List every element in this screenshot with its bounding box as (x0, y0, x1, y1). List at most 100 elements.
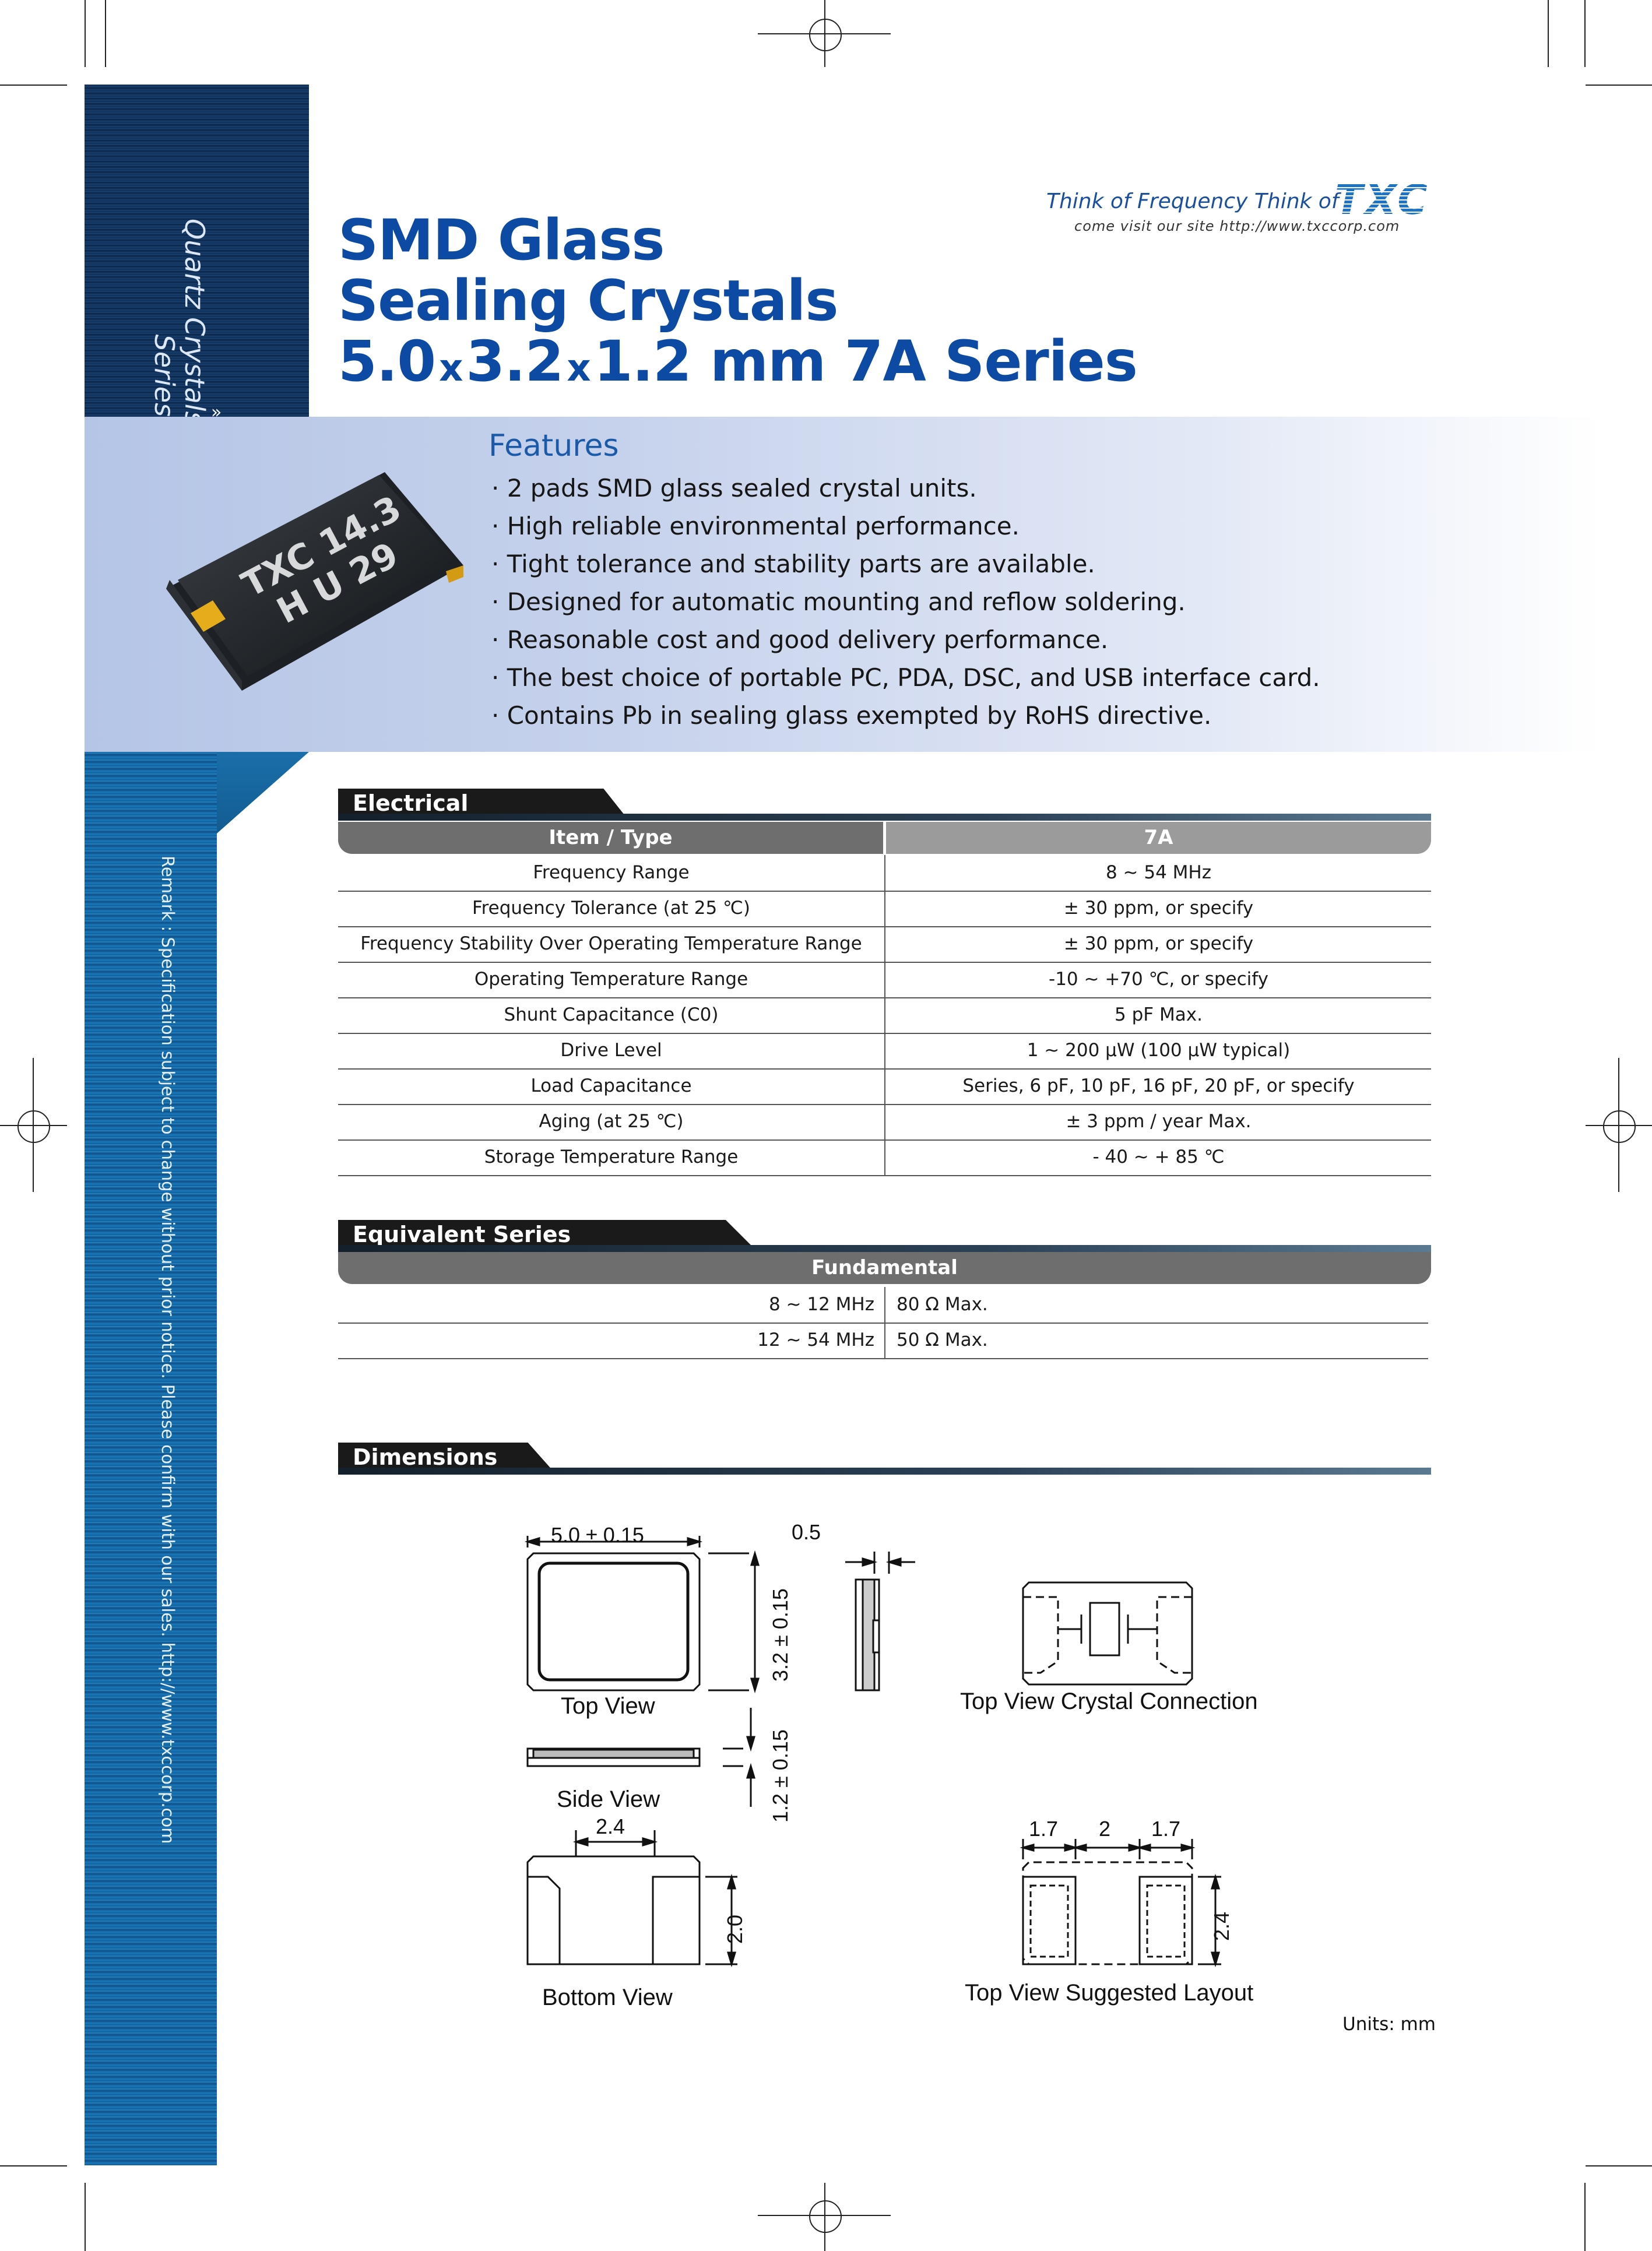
list-item: · Designed for automatic mounting and re… (491, 588, 1186, 616)
top-view-label: Top View (561, 1693, 655, 1719)
cell-value: -10 ~ +70 ℃, or specify (1049, 969, 1268, 990)
cell-value: Series, 6 pF, 10 pF, 16 pF, 20 pF, or sp… (962, 1075, 1355, 1096)
dim-pad-height: 2.0 (723, 1914, 747, 1944)
cell-item: Drive Level (560, 1040, 662, 1061)
times-symbol: x (567, 347, 590, 390)
table-row: Load Capacitance Series, 6 pF, 10 pF, 16 … (338, 1068, 1431, 1105)
cell-value: 8 ~ 54 MHz (1105, 862, 1212, 883)
list-item: · Reasonable cost and good delivery perf… (491, 625, 1109, 654)
crop-mark (1548, 0, 1549, 67)
cell-value: 50 Ω Max. (897, 1330, 988, 1350)
title-line1: SMD Glass (338, 207, 665, 273)
features-title: Features (488, 428, 619, 463)
table-row: Aging (at 25 ℃) ± 3 ppm / year Max. (338, 1104, 1431, 1141)
table-row: 12 ~ 54 MHz 50 Ω Max. (338, 1323, 1428, 1359)
dim-a: 5.0 (338, 329, 436, 394)
list-item: · Contains Pb in sealing glass exempted … (491, 701, 1212, 730)
dim-b: 3.2 (466, 329, 564, 394)
list-item: · 2 pads SMD glass sealed crystal units. (491, 474, 977, 502)
crystal-connection-label: Top View Crystal Connection (960, 1689, 1258, 1714)
cell-item: Aging (at 25 ℃) (539, 1111, 684, 1132)
cell-value: 5 pF Max. (1115, 1004, 1203, 1025)
dim-pad-spacing: 2.4 (596, 1814, 625, 1838)
table-row: Drive Level 1 ~ 200 μW (100 μW typical) (338, 1033, 1431, 1070)
crop-mark (1584, 2183, 1586, 2251)
crop-mark (105, 0, 106, 67)
registration-mark (17, 1110, 50, 1143)
times-symbol: x (439, 347, 463, 390)
crop-mark (1618, 1058, 1619, 1192)
dim-layout-pad-w2: 1.7 (1151, 1817, 1181, 1841)
dim-height: 1.2 ± 0.15 (768, 1729, 792, 1823)
dimensions-section-title: Dimensions (338, 1443, 554, 1472)
cell-value: 1 ~ 200 μW (100 μW typical) (1027, 1040, 1291, 1061)
crop-mark (1584, 0, 1586, 67)
cell-item: Frequency Range (533, 862, 690, 883)
section-divider (338, 1245, 1431, 1252)
table-row: 8 ~ 12 MHz 80 Ω Max. (338, 1287, 1428, 1324)
brand-logo: TXC (1335, 176, 1430, 224)
dim-c: 1.2 mm 7A Series (593, 329, 1138, 394)
crop-mark (85, 2183, 86, 2251)
esr-header: Fundamental (338, 1252, 1431, 1284)
cell-item: Shunt Capacitance (C0) (504, 1004, 719, 1025)
list-item: · Tight tolerance and stability parts ar… (491, 550, 1095, 578)
list-item: · The best choice of portable PC, PDA, D… (491, 663, 1320, 692)
crop-mark (1586, 2165, 1652, 2166)
cell-value: - 40 ~ + 85 ℃ (1092, 1146, 1225, 1167)
registration-mark (1603, 1110, 1636, 1143)
table-row: Storage Temperature Range - 40 ~ + 85 ℃ (338, 1139, 1431, 1176)
suggested-layout-label: Top View Suggested Layout (965, 1980, 1254, 2006)
sidebar-band-top (85, 85, 309, 417)
remark-text: Remark : Specification subject to change… (158, 856, 178, 1844)
title-line3: 5.0x3.2x1.2 mm 7A Series (338, 329, 1138, 399)
list-item: · High reliable environmental performanc… (491, 512, 1020, 540)
table-row: Frequency Stability Over Operating Tempe… (338, 926, 1431, 963)
dim-width: 3.2 ± 0.15 (768, 1588, 792, 1682)
section-divider (338, 814, 1431, 821)
esr-section-title: Equivalent Series Resistance(ESR) (338, 1220, 755, 1249)
cell-range: 12 ~ 54 MHz (757, 1330, 874, 1350)
dim-pad-offset: 0.5 (792, 1520, 821, 1544)
series-label: Quartz Crystals Series (149, 219, 210, 425)
table-header-type: 7A (886, 822, 1431, 854)
series-line2: Series (149, 334, 180, 417)
sidebar-band-bottom (85, 752, 217, 2165)
crop-mark (824, 0, 825, 67)
registration-mark (809, 19, 842, 51)
cell-item: Frequency Tolerance (at 25 ℃) (472, 898, 750, 919)
dim-length: 5.0 ± 0.15 (551, 1523, 644, 1547)
crop-mark (33, 1058, 34, 1192)
units-label: Units: mm (1342, 2014, 1436, 2035)
crop-mark (1586, 85, 1652, 86)
crystal-image: TXC 14.3 H U 29 (166, 472, 463, 691)
cell-value: 80 Ω Max. (897, 1294, 988, 1315)
cell-item: Load Capacitance (530, 1075, 692, 1096)
tagline: Think of Frequency Think of (1046, 189, 1339, 213)
sidebar-band-notch (217, 752, 309, 833)
table-row: Frequency Range 8 ~ 54 MHz (338, 855, 1431, 892)
title-line2: Sealing Crystals (338, 268, 839, 333)
crop-mark (824, 2183, 825, 2251)
table-header-item: Item / Type (338, 822, 883, 854)
registration-mark (809, 2200, 842, 2233)
cell-value: ± 30 ppm, or specify (1063, 933, 1254, 954)
dim-layout-height: 2.4 (1210, 1911, 1233, 1941)
cell-value: ± 3 ppm / year Max. (1066, 1111, 1252, 1132)
section-divider (338, 1468, 1431, 1475)
crop-mark (0, 2165, 67, 2166)
page-title: SMD Glass Sealing Crystals 5.0x3.2x1.2 m… (338, 207, 1138, 399)
cell-item: Frequency Stability Over Operating Tempe… (360, 933, 862, 954)
website-link[interactable]: come visit our site http://www.txccorp.c… (1074, 218, 1400, 234)
series-line1: Quartz Crystals (179, 219, 210, 425)
cell-item: Storage Temperature Range (484, 1146, 739, 1167)
bottom-view-label: Bottom View (542, 1985, 673, 2010)
features-list: · 2 pads SMD glass sealed crystal units.… (491, 469, 1320, 734)
cell-value: ± 30 ppm, or specify (1063, 898, 1254, 919)
dimension-drawings (524, 1536, 1221, 1968)
cell-item: Operating Temperature Range (474, 969, 748, 990)
cell-range: 8 ~ 12 MHz (768, 1294, 874, 1315)
table-row: Shunt Capacitance (C0) 5 pF Max. (338, 997, 1431, 1034)
table-row: Frequency Tolerance (at 25 ℃) ± 30 ppm, o… (338, 891, 1431, 927)
